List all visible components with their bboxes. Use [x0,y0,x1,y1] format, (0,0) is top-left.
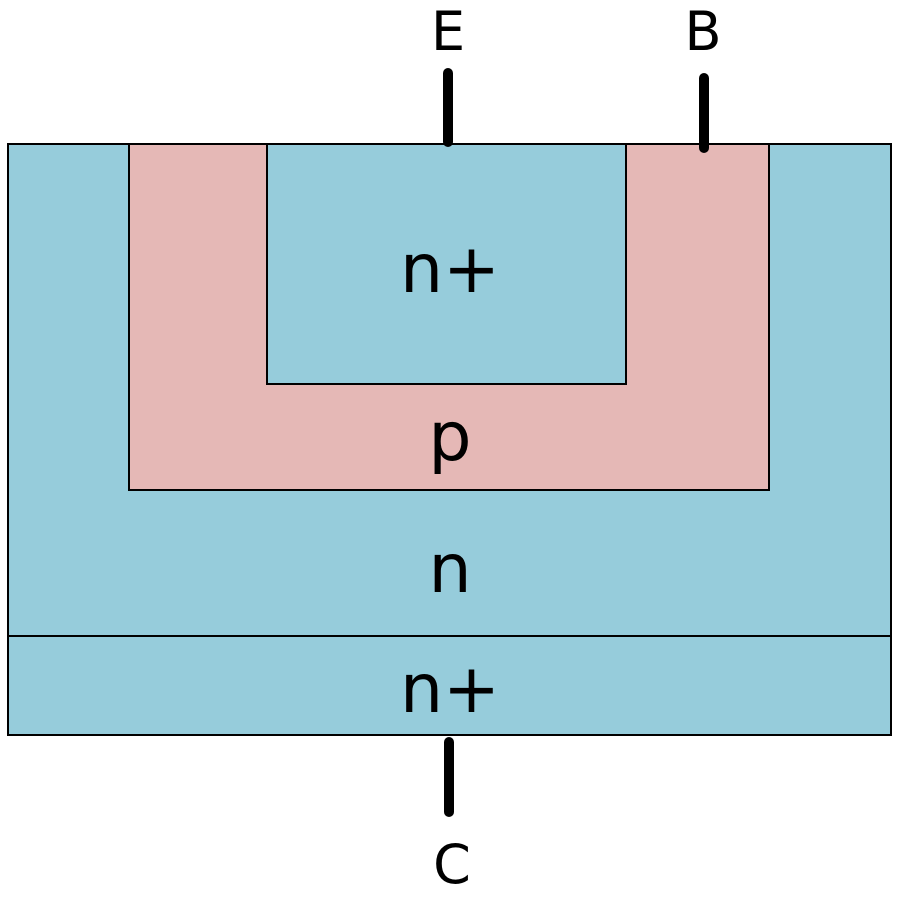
collector-lead [444,737,454,817]
p-base-label: p [428,398,472,477]
n-plus-collector-label: n+ [399,650,501,729]
base-terminal-label: B [684,0,722,63]
n-plus-emitter-region [266,143,627,385]
n-plus-collector-region [7,635,892,736]
collector-terminal-label: C [433,833,471,896]
emitter-terminal-label: E [430,0,466,63]
emitter-lead [443,68,453,147]
n-plus-emitter-label: n+ [399,230,501,309]
n-drift-label: n [428,530,472,609]
base-lead [699,73,709,153]
